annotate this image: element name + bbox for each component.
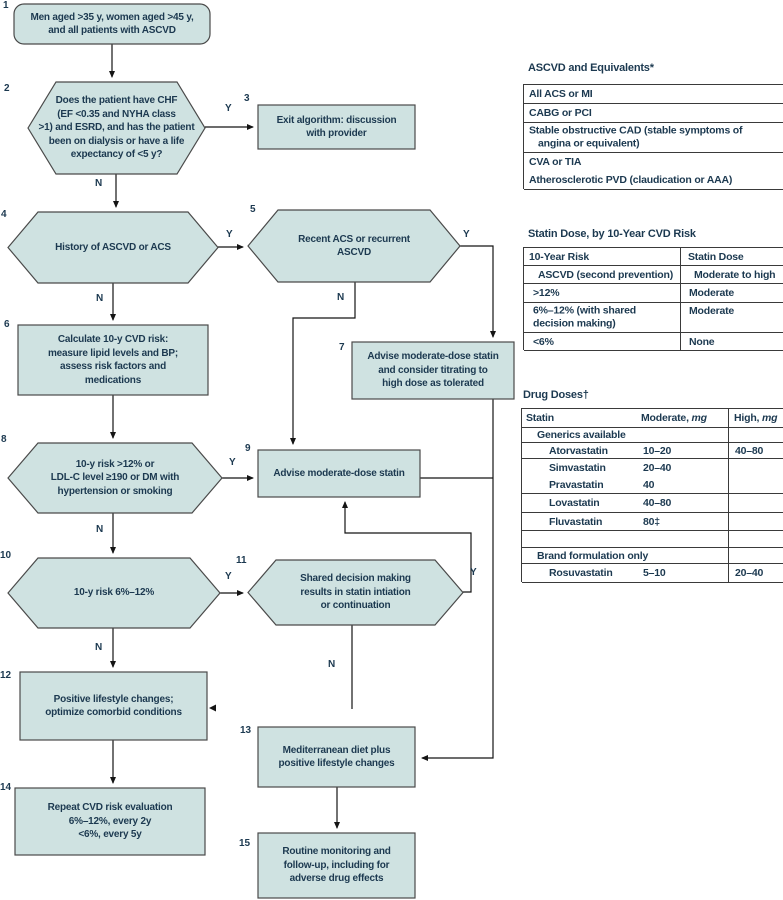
table-row: Simvastatin 20–40 <box>549 461 672 474</box>
table-row: Rosuvastatin 5–10 20–40 <box>522 564 783 583</box>
edge-label-yes-11-9: Y <box>470 567 477 578</box>
drug-doses-table-title: Drug Doses† <box>523 389 589 401</box>
step-number-15: 15 <box>239 838 251 849</box>
flow-node-10: 10-y risk 6%–12% <box>73 587 155 599</box>
table-header-row: 10-Year Risk Statin Dose <box>524 248 783 266</box>
arrowhead-into-node12 <box>209 704 216 712</box>
flow-node-4: History of ASCVD or ACS <box>55 241 171 253</box>
flow-node-3: Exit algorithm: discussion with provider <box>276 114 397 140</box>
table-row: CABG or PCI <box>524 104 783 123</box>
step-number-4: 4 <box>1 209 7 220</box>
edge-label-yes-10-11: Y <box>225 571 232 582</box>
table-subheader-row: Brand formulation only <box>522 548 783 564</box>
step-number-7: 7 <box>339 342 345 353</box>
flow-node-1: Men aged >35 y, women aged >45 y, and al… <box>30 11 194 37</box>
step-number-3: 3 <box>244 93 250 104</box>
node3-shape <box>257 104 416 150</box>
table-header-row: Statin Moderate, mg High, mg <box>522 409 783 428</box>
step-number-10: 10 <box>0 550 12 561</box>
step-number-12: 12 <box>0 670 12 681</box>
edge-label-no-10-12: N <box>95 642 103 653</box>
node14-shape <box>14 787 206 856</box>
table-row: Fluvastatin 80‡ <box>522 513 783 531</box>
node-shapes <box>7 3 515 899</box>
node9-shape <box>257 449 421 498</box>
flow-node-7: Advise moderate-dose statin and consider… <box>367 351 499 390</box>
table-subheader-row: Generics available <box>522 428 783 443</box>
flow-node-15: Routine monitoring and follow-up, includ… <box>282 846 391 885</box>
column-divider <box>680 248 681 350</box>
node1-shape <box>13 3 211 45</box>
step-number-13: 13 <box>240 725 252 736</box>
edge-label-no-5-9: N <box>337 292 345 303</box>
node7-shape <box>351 341 515 400</box>
table-row: Atherosclerotic PVD (claudication or AAA… <box>524 171 783 190</box>
node12-shape <box>19 671 208 741</box>
table-row: All ACS or MI <box>524 85 783 104</box>
step-number-14: 14 <box>0 782 12 793</box>
step-number-9: 9 <box>245 443 251 454</box>
edge-label-yes-2-3: Y <box>225 103 232 114</box>
node10-shape <box>7 557 221 629</box>
flow-node-11: Shared decision making results in statin… <box>300 573 411 612</box>
flow-node-14: Repeat CVD risk evaluation 6%–12%, every… <box>47 802 173 841</box>
table-empty-row <box>522 531 783 548</box>
flow-node-2: Does the patient have CHF (EF <0.35 and … <box>38 95 195 161</box>
node5-shape <box>247 209 461 283</box>
node8-shape <box>7 442 223 514</box>
node11-shape <box>247 559 464 626</box>
node6-shape <box>17 324 209 396</box>
node15-shape <box>257 832 416 899</box>
table-row: >12% Moderate <box>524 284 783 303</box>
edge-label-yes-5-7: Y <box>463 229 470 240</box>
table-row: CVA or TIA <box>529 156 582 168</box>
table-row: Stable obstructive CAD (stable symptoms … <box>524 123 783 153</box>
statin-dose-table-title: Statin Dose, by 10-Year CVD Risk <box>528 228 696 240</box>
step-number-5: 5 <box>250 204 256 215</box>
edge-label-yes-8-9: Y <box>229 457 236 468</box>
table-row: Atorvastatin 10–20 40–80 <box>522 443 783 459</box>
step-number-11: 11 <box>236 555 247 566</box>
flow-node-5: Recent ACS or recurrent ASCVD <box>298 233 410 259</box>
node13-shape <box>257 726 416 788</box>
step-number-2: 2 <box>4 83 10 94</box>
table-row: <6% None <box>524 333 783 351</box>
table-row: 6%–12% (with shared decision making) Mod… <box>524 303 783 333</box>
statin-dose-table: 10-Year Risk Statin Dose ASCVD (second p… <box>523 247 783 351</box>
node2-shape <box>27 81 206 175</box>
table-row: ASCVD (second prevention) Moderate to hi… <box>524 266 783 284</box>
flow-node-12: Positive lifestyle changes; optimize com… <box>45 693 182 719</box>
equivalents-table-title: ASCVD and Equivalents* <box>528 62 654 74</box>
table-row: Pravastatin 40 <box>522 476 783 494</box>
table-row: Lovastatin 40–80 <box>522 494 783 513</box>
column-divider <box>728 409 729 582</box>
step-number-1: 1 <box>3 0 9 11</box>
flow-node-6: Calculate 10-y CVD risk: measure lipid l… <box>47 334 178 386</box>
edge-label-no-8-10: N <box>96 524 104 535</box>
flow-node-8: 10-y risk >12% or LDL-C level ≥190 or DM… <box>50 458 180 497</box>
step-number-8: 8 <box>1 434 7 445</box>
flow-node-9: Advise moderate-dose statin <box>273 467 405 479</box>
flow-node-13: Mediterranean diet plus positive lifesty… <box>278 744 395 770</box>
drug-doses-table: Statin Moderate, mg High, mg Generics av… <box>521 408 783 583</box>
edge-label-no-11-12: N <box>328 659 336 670</box>
edge-label-no-2-4: N <box>95 178 103 189</box>
edge-label-yes-4-5: Y <box>226 229 233 240</box>
connector-lines <box>109 44 496 829</box>
node4-shape <box>7 211 219 284</box>
step-number-6: 6 <box>4 319 10 330</box>
equivalents-table: All ACS or MI CABG or PCI Stable obstruc… <box>523 84 783 190</box>
edge-label-no-4-6: N <box>96 293 104 304</box>
